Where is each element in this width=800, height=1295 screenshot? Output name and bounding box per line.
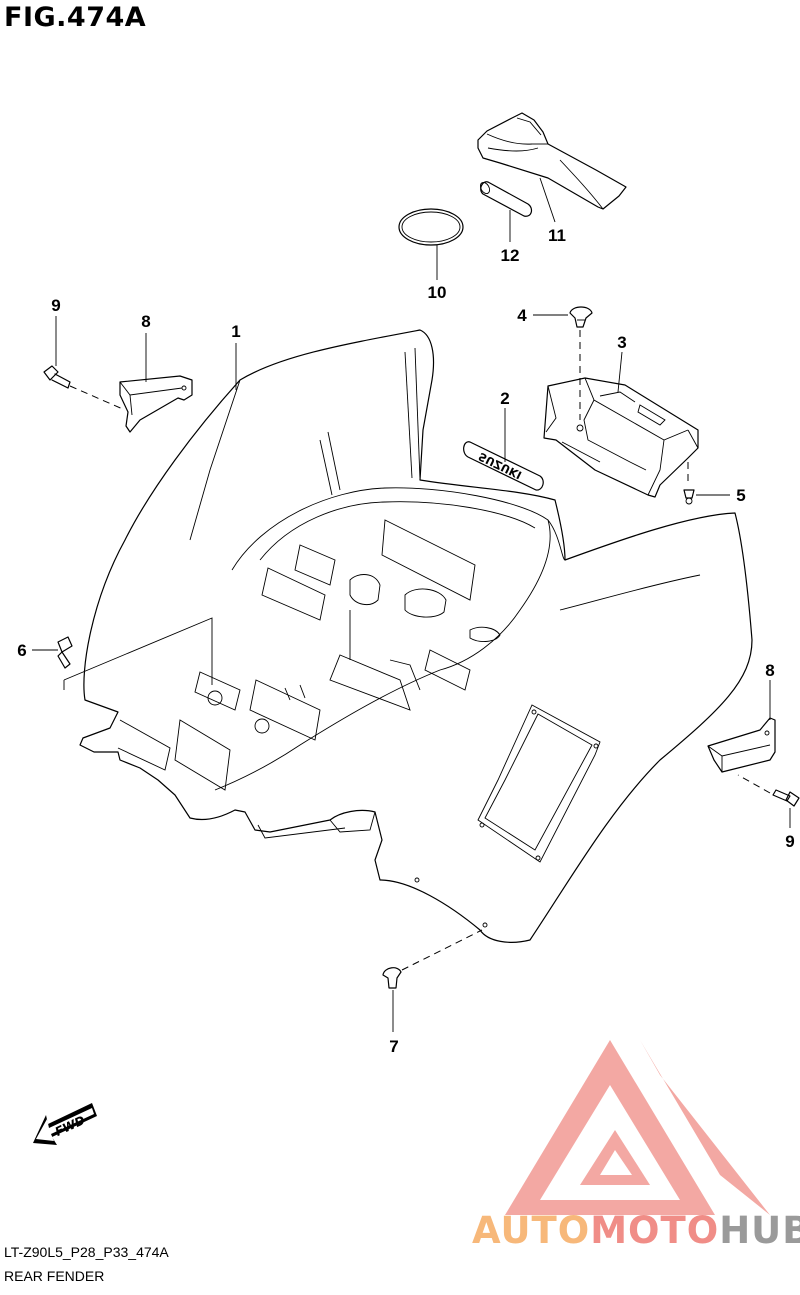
fwd-arrow-icon: FWD — [33, 1103, 97, 1145]
tool-bag-part — [477, 112, 627, 210]
dashed-9-right — [737, 774, 771, 794]
callout-12: 12 — [501, 246, 520, 265]
callout-10: 10 — [428, 283, 447, 302]
o-ring-part — [398, 208, 464, 246]
bracket-8-right-part — [707, 717, 776, 773]
callout-7: 7 — [389, 1037, 398, 1056]
watermark-moto: MOTO — [590, 1209, 719, 1252]
watermark-hub: HUB — [719, 1209, 800, 1252]
dashed-7 — [401, 929, 483, 971]
callout-9-right: 9 — [785, 832, 794, 851]
clip-7-part — [382, 967, 402, 989]
callout-9-left: 9 — [51, 296, 60, 315]
watermark-text: AUTOMOTOHUB — [472, 1209, 800, 1252]
leader-6-assembly — [63, 617, 213, 685]
automotohub-logo — [505, 1040, 770, 1215]
figure-name: REAR FENDER — [4, 1268, 105, 1284]
callout-3: 3 — [617, 333, 626, 352]
callout-6: 6 — [17, 641, 26, 660]
bracket-8-left-part — [119, 375, 193, 433]
callout-8-left: 8 — [141, 312, 150, 331]
watermark-auto: AUTO — [472, 1209, 590, 1252]
callout-labels: 1 2 3 4 5 6 7 8 8 9 9 10 11 12 — [17, 226, 794, 1056]
callout-2: 2 — [500, 389, 509, 408]
leader-3 — [617, 351, 623, 393]
tool-tray-part — [543, 377, 699, 498]
bolt-6-part — [57, 636, 73, 669]
pin-part — [479, 181, 533, 217]
callout-5: 5 — [736, 486, 745, 505]
screw-9-left-part — [43, 365, 71, 389]
decal-text: SUZUKI — [477, 450, 524, 482]
suzuki-decal-part: SUZUKI — [463, 441, 544, 491]
callout-11: 11 — [548, 226, 566, 245]
callout-1: 1 — [231, 322, 240, 341]
clip-4-part — [569, 306, 593, 328]
callout-8-right: 8 — [765, 661, 774, 680]
dashed-9-left — [69, 385, 126, 411]
figure-title: FIG.474A — [4, 2, 147, 33]
screw-9-right-part — [772, 789, 800, 807]
leader-11 — [539, 177, 556, 223]
figure-code: LT-Z90L5_P28_P33_474A — [4, 1244, 169, 1260]
screw-5-part — [683, 489, 695, 505]
rear-fender-part — [79, 329, 753, 943]
callout-4: 4 — [517, 306, 527, 325]
